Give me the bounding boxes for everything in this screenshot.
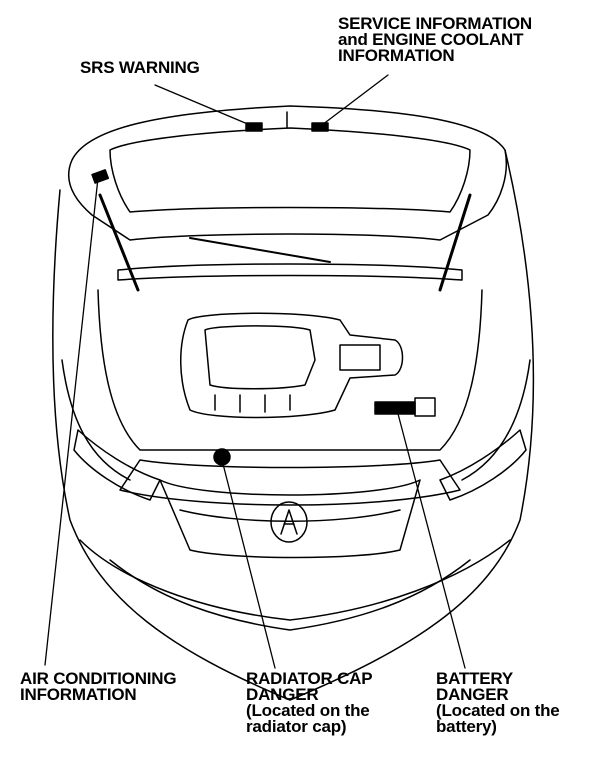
label-line: SERVICE INFORMATION — [338, 14, 532, 33]
engine-cover — [180, 312, 404, 419]
lower-bumper — [79, 539, 511, 621]
car-body — [52, 149, 535, 701]
air-conditioning-sticker — [91, 169, 110, 184]
battery-sticker — [374, 401, 416, 415]
engine-bay-outline — [97, 289, 483, 451]
battery-box — [414, 397, 436, 417]
right-fender — [461, 359, 531, 481]
label-air-conditioning: AIR CONDITIONING INFORMATION — [20, 669, 177, 704]
headlight-left — [73, 429, 161, 501]
label-battery: BATTERY DANGER (Located on the battery) — [436, 669, 560, 736]
label-line: INFORMATION — [338, 46, 455, 65]
radiator-cap — [213, 448, 231, 466]
hood-strut-right — [438, 193, 472, 292]
leader-lines — [44, 74, 466, 669]
engine-cover-inner — [204, 325, 316, 390]
label-line: and ENGINE COOLANT — [338, 30, 524, 49]
leader-air-conditioning — [44, 177, 99, 666]
label-line: SRS WARNING — [80, 58, 200, 77]
label-line: RADIATOR CAP — [246, 669, 373, 688]
leader-battery — [396, 409, 466, 669]
leader-srs — [154, 84, 251, 126]
label-line: BATTERY — [436, 669, 513, 688]
srs-warning-sticker — [245, 122, 263, 132]
grille-bar — [179, 509, 401, 522]
hood-strut-left — [98, 193, 140, 292]
lower-intake — [109, 559, 471, 631]
engine-ribs — [214, 394, 291, 413]
leader-service — [321, 74, 389, 126]
label-line: DANGER — [436, 685, 509, 704]
label-line: INFORMATION — [20, 685, 137, 704]
service-info-sticker — [311, 122, 329, 132]
cowl — [117, 263, 463, 281]
label-line: (Located on the — [246, 701, 370, 720]
label-line: DANGER — [246, 685, 319, 704]
bumper-upper — [119, 459, 461, 506]
engine-intake — [339, 344, 381, 371]
grille — [159, 479, 421, 559]
wiper — [189, 237, 331, 263]
leader-radiator — [221, 459, 276, 669]
acura-logo-mark — [280, 509, 298, 535]
label-service-information: SERVICE INFORMATION and ENGINE COOLANT I… — [338, 14, 532, 65]
label-line: radiator cap) — [246, 717, 347, 736]
acura-logo — [270, 501, 308, 543]
label-radiator-cap: RADIATOR CAP DANGER (Located on the radi… — [246, 669, 373, 736]
hood-panel — [67, 105, 508, 241]
label-srs-warning: SRS WARNING — [80, 58, 200, 77]
headlight-right — [439, 429, 527, 501]
label-line: battery) — [436, 717, 497, 736]
label-line: AIR CONDITIONING — [20, 669, 177, 688]
label-line: (Located on the — [436, 701, 560, 720]
hood-inner-frame — [109, 127, 471, 213]
